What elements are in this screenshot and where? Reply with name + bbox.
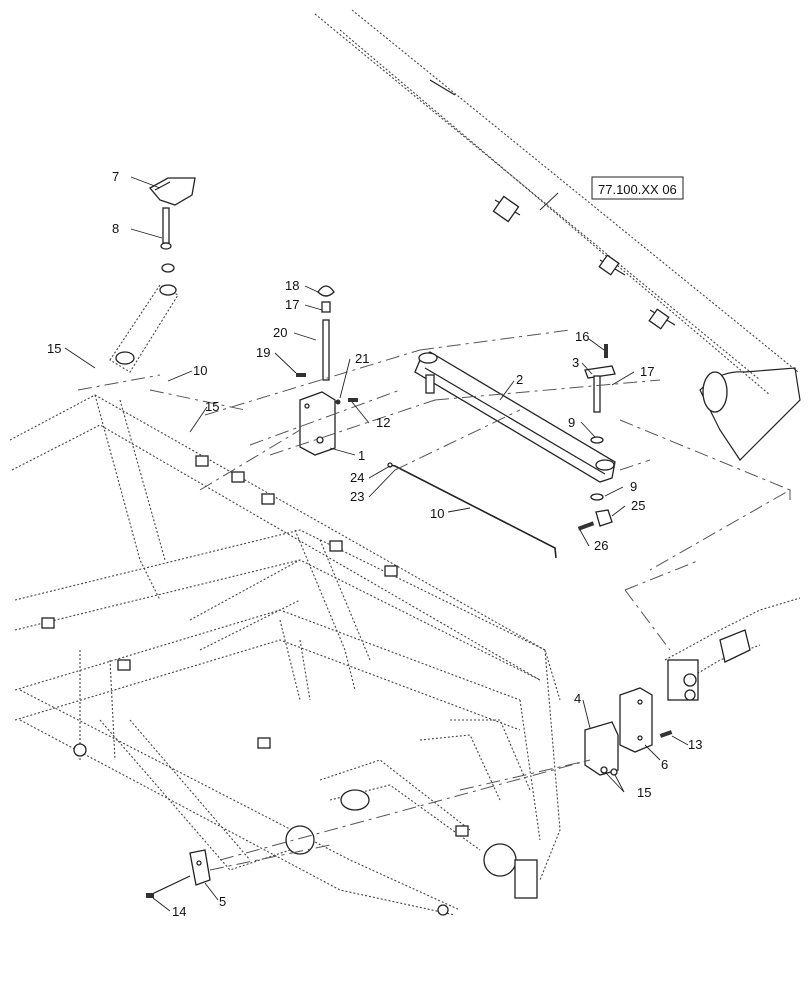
callout-22: 20 bbox=[273, 325, 287, 340]
bracket-7 bbox=[148, 177, 196, 250]
callout-19-visible: 19 bbox=[256, 345, 270, 360]
callout-16: 16 bbox=[575, 329, 589, 344]
hinge-arm bbox=[109, 263, 179, 373]
callout-23: 23 bbox=[350, 489, 364, 504]
callout-4: 4 bbox=[574, 691, 581, 706]
plate-assembly-4-6 bbox=[584, 597, 801, 776]
callout-9-upper: 9 bbox=[568, 415, 575, 430]
callout-6: 6 bbox=[661, 757, 668, 772]
callout-18-visible: 17 bbox=[285, 297, 299, 312]
callout-20-num: 21 bbox=[355, 351, 369, 366]
callout-labels: 7 8 15 10 15 18 15 17 20 18 19 19 20 21 bbox=[47, 169, 299, 414]
callout-13: 13 bbox=[688, 737, 702, 752]
leader-lines bbox=[64, 176, 689, 912]
callout-15b: 15 bbox=[205, 399, 219, 414]
callout-1: 1 bbox=[358, 448, 365, 463]
callout-17: 17 bbox=[640, 364, 654, 379]
callout-15-lower: 15 bbox=[637, 785, 651, 800]
callout-8: 8 bbox=[112, 221, 119, 236]
callout-9-lower: 9 bbox=[630, 479, 637, 494]
callout-24: 24 bbox=[350, 470, 364, 485]
callout-25: 25 bbox=[631, 498, 645, 513]
callout-15a: 15 bbox=[47, 341, 61, 356]
reference-label: 77.100.XX 06 bbox=[598, 182, 677, 197]
rod-10 bbox=[387, 462, 557, 559]
phantom-lines bbox=[77, 329, 792, 871]
callout-21: 18 bbox=[285, 278, 299, 293]
plate-5 bbox=[146, 849, 211, 898]
callout-12: 12 bbox=[376, 415, 390, 430]
boom-arm bbox=[314, 9, 801, 461]
callout-10: 10 bbox=[430, 506, 444, 521]
callout-3: 3 bbox=[572, 355, 579, 370]
pin-assembly-3 bbox=[577, 344, 616, 531]
callout-5: 5 bbox=[219, 894, 226, 909]
callout-11: 10 bbox=[193, 363, 207, 378]
callout-2: 2 bbox=[516, 372, 523, 387]
crossbar-2 bbox=[414, 351, 616, 483]
label-set: 1 2 3 4 5 6 9 9 10 12 13 14 15 16 17 21 … bbox=[172, 329, 702, 919]
callout-26: 26 bbox=[594, 538, 608, 553]
callout-14: 14 bbox=[172, 904, 186, 919]
reference-callout[interactable]: 77.100.XX 06 bbox=[591, 176, 684, 200]
plate-assembly-1 bbox=[296, 285, 358, 456]
main-frame bbox=[9, 394, 561, 916]
callout-7: 7 bbox=[112, 169, 119, 184]
